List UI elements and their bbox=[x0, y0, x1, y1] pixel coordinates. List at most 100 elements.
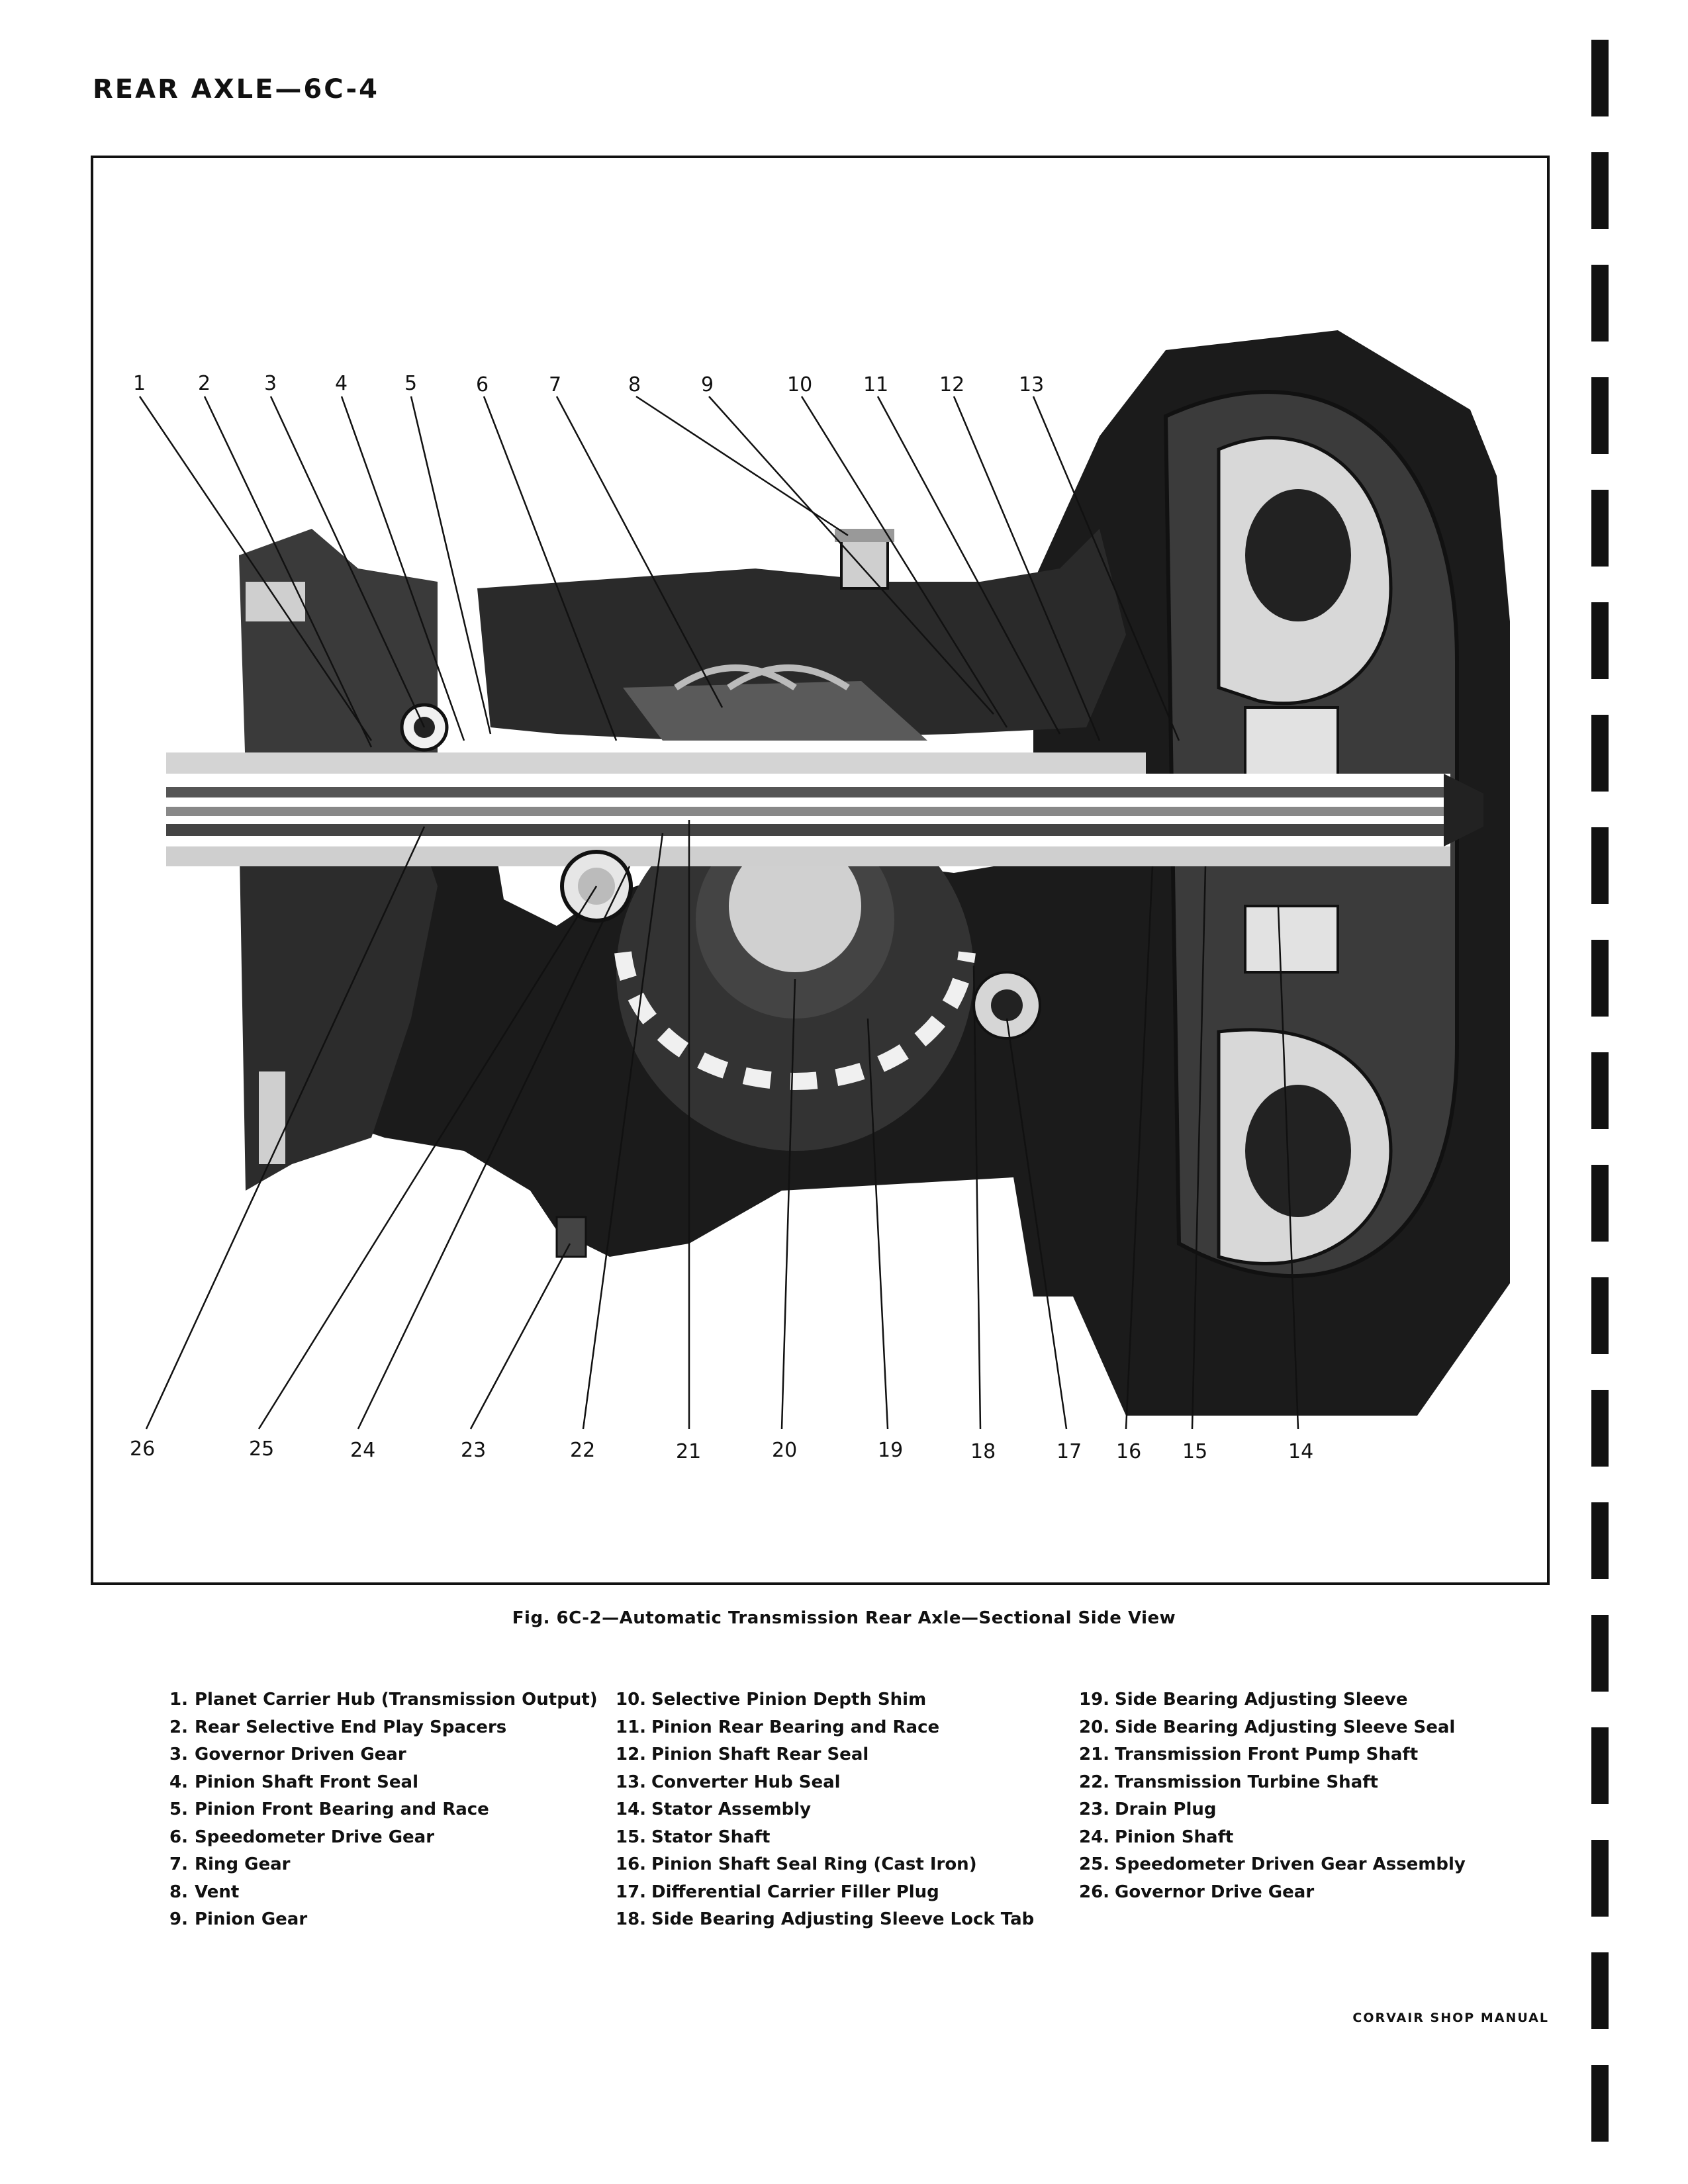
legend-number: 22. bbox=[1079, 1772, 1110, 1792]
legend-text: Side Bearing Adjusting Sleeve Seal bbox=[1115, 1717, 1456, 1737]
legend-text: Transmission Front Pump Shaft bbox=[1115, 1745, 1419, 1764]
legend-item: 18.Side Bearing Adjusting Sleeve Lock Ta… bbox=[616, 1906, 1034, 1934]
legend-item: 13.Converter Hub Seal bbox=[616, 1769, 1034, 1797]
callout-label: 19 bbox=[878, 1439, 903, 1462]
legend-number: 17. bbox=[616, 1882, 647, 1902]
binding-mark bbox=[1591, 1277, 1609, 1354]
binding-mark bbox=[1591, 827, 1609, 904]
legend-text: Side Bearing Adjusting Sleeve Lock Tab bbox=[651, 1909, 1035, 1929]
legend-text: Governor Driven Gear bbox=[195, 1745, 406, 1764]
legend-item: 7. Ring Gear bbox=[159, 1851, 598, 1879]
legend-text: Transmission Turbine Shaft bbox=[1115, 1772, 1378, 1792]
vent bbox=[835, 529, 894, 590]
legend-item: 23.Drain Plug bbox=[1079, 1796, 1466, 1824]
legend-number: 20. bbox=[1079, 1717, 1110, 1737]
binding-mark bbox=[1591, 1727, 1609, 1804]
binding-mark bbox=[1591, 940, 1609, 1017]
legend-text: Stator Shaft bbox=[651, 1827, 771, 1847]
legend-number: 8. bbox=[169, 1882, 188, 1902]
legend-text: Pinion Front Bearing and Race bbox=[195, 1799, 489, 1819]
callout-label: 7 bbox=[549, 373, 561, 396]
binding-mark bbox=[1591, 1052, 1609, 1129]
legend-number: 5. bbox=[169, 1799, 188, 1819]
page-header: REAR AXLE—6C-4 bbox=[93, 74, 379, 105]
legend-number: 7. bbox=[169, 1854, 188, 1874]
binding-mark bbox=[1591, 715, 1609, 792]
legend-number: 14. bbox=[616, 1799, 647, 1819]
legend-item: 12.Pinion Shaft Rear Seal bbox=[616, 1741, 1034, 1769]
binding-mark bbox=[1591, 1615, 1609, 1692]
legend-number: 13. bbox=[616, 1772, 647, 1792]
callout-label: 17 bbox=[1056, 1440, 1082, 1463]
legend-number: 23. bbox=[1079, 1799, 1110, 1819]
legend-text: Pinion Rear Bearing and Race bbox=[651, 1717, 940, 1737]
legend-text: Pinion Shaft Rear Seal bbox=[651, 1745, 869, 1764]
callout-label: 20 bbox=[772, 1439, 797, 1462]
legend-text: Differential Carrier Filler Plug bbox=[651, 1882, 939, 1902]
callout-label: 11 bbox=[863, 373, 888, 396]
bottom-callouts: 26 25 24 23 22 21 20 19 18 17 16 15 14 bbox=[130, 1437, 1313, 1463]
callout-label: 4 bbox=[335, 372, 348, 395]
legend-text: Pinion Shaft bbox=[1115, 1827, 1234, 1847]
binding-mark bbox=[1591, 265, 1609, 341]
legend-number: 15. bbox=[616, 1827, 647, 1847]
legend-column-1: 1. Planet Carrier Hub (Transmission Outpu… bbox=[159, 1686, 598, 1934]
callout-label: 5 bbox=[404, 372, 417, 395]
legend-text: Speedometer Drive Gear bbox=[195, 1827, 435, 1847]
binding-mark bbox=[1591, 2065, 1609, 2142]
legend-item: 22.Transmission Turbine Shaft bbox=[1079, 1769, 1466, 1797]
legend-number: 1. bbox=[169, 1690, 188, 1709]
drain-plug bbox=[555, 1216, 587, 1258]
binding-mark bbox=[1591, 602, 1609, 679]
legend-number: 4. bbox=[169, 1772, 188, 1792]
callout-label: 10 bbox=[787, 373, 812, 396]
legend-text: Vent bbox=[195, 1882, 240, 1902]
legend-number: 12. bbox=[616, 1745, 647, 1764]
legend-number: 19. bbox=[1079, 1690, 1110, 1709]
legend-text: Pinion Shaft Seal Ring (Cast Iron) bbox=[651, 1854, 977, 1874]
legend-item: 10.Selective Pinion Depth Shim bbox=[616, 1686, 1034, 1714]
callout-label: 14 bbox=[1288, 1440, 1313, 1463]
legend-text: Pinion Gear bbox=[195, 1909, 308, 1929]
legend-item: 9. Pinion Gear bbox=[159, 1906, 598, 1934]
legend-text: Side Bearing Adjusting Sleeve bbox=[1115, 1690, 1408, 1709]
legend-item: 11.Pinion Rear Bearing and Race bbox=[616, 1714, 1034, 1742]
binding-mark bbox=[1591, 1390, 1609, 1467]
page-footer: CORVAIR SHOP MANUAL bbox=[1352, 2011, 1549, 2025]
legend-text: Governor Drive Gear bbox=[1115, 1882, 1315, 1902]
binding-mark bbox=[1591, 152, 1609, 229]
legend-item: 20.Side Bearing Adjusting Sleeve Seal bbox=[1079, 1714, 1466, 1742]
leader-lines bbox=[138, 395, 1299, 1430]
callout-label: 12 bbox=[939, 373, 964, 396]
callout-label: 24 bbox=[350, 1439, 375, 1462]
legend-item: 24.Pinion Shaft bbox=[1079, 1824, 1466, 1852]
callout-label: 2 bbox=[198, 372, 211, 395]
legend-number: 11. bbox=[616, 1717, 647, 1737]
legend-text: Ring Gear bbox=[195, 1854, 291, 1874]
callout-label: 22 bbox=[570, 1439, 595, 1462]
legend-number: 9. bbox=[169, 1909, 188, 1929]
legend-item: 14.Stator Assembly bbox=[616, 1796, 1034, 1824]
binding-mark bbox=[1591, 40, 1609, 116]
callout-label: 25 bbox=[249, 1437, 274, 1461]
legend-item: 4.Pinion Shaft Front Seal bbox=[159, 1769, 598, 1797]
legend-item: 17.Differential Carrier Filler Plug bbox=[616, 1879, 1034, 1907]
callout-label: 16 bbox=[1116, 1440, 1141, 1463]
legend-item: 5. Pinion Front Bearing and Race bbox=[159, 1796, 598, 1824]
legend-text: Planet Carrier Hub (Transmission Output) bbox=[195, 1690, 598, 1709]
legend-number: 10. bbox=[616, 1690, 647, 1709]
legend-item: 8. Vent bbox=[159, 1879, 598, 1907]
figure-caption: Fig. 6C-2—Automatic Transmission Rear Ax… bbox=[512, 1608, 1176, 1628]
sectional-drawing: 1 2 3 4 5 6 7 8 9 10 11 12 13 26 25 24 2… bbox=[130, 330, 1510, 1463]
legend-item: 26.Governor Drive Gear bbox=[1079, 1879, 1466, 1907]
shafts bbox=[166, 752, 1483, 866]
legend-item: 16.Pinion Shaft Seal Ring (Cast Iron) bbox=[616, 1851, 1034, 1879]
legend-item: 19. Side Bearing Adjusting Sleeve bbox=[1079, 1686, 1466, 1714]
callout-label: 18 bbox=[970, 1440, 996, 1463]
legend-item: 15.Stator Shaft bbox=[616, 1824, 1034, 1852]
binding-mark bbox=[1591, 1502, 1609, 1579]
legend-item: 3.Governor Driven Gear bbox=[159, 1741, 598, 1769]
legend-text: Stator Assembly bbox=[651, 1799, 812, 1819]
legend-item: 25.Speedometer Driven Gear Assembly bbox=[1079, 1851, 1466, 1879]
callout-label: 13 bbox=[1019, 373, 1044, 396]
